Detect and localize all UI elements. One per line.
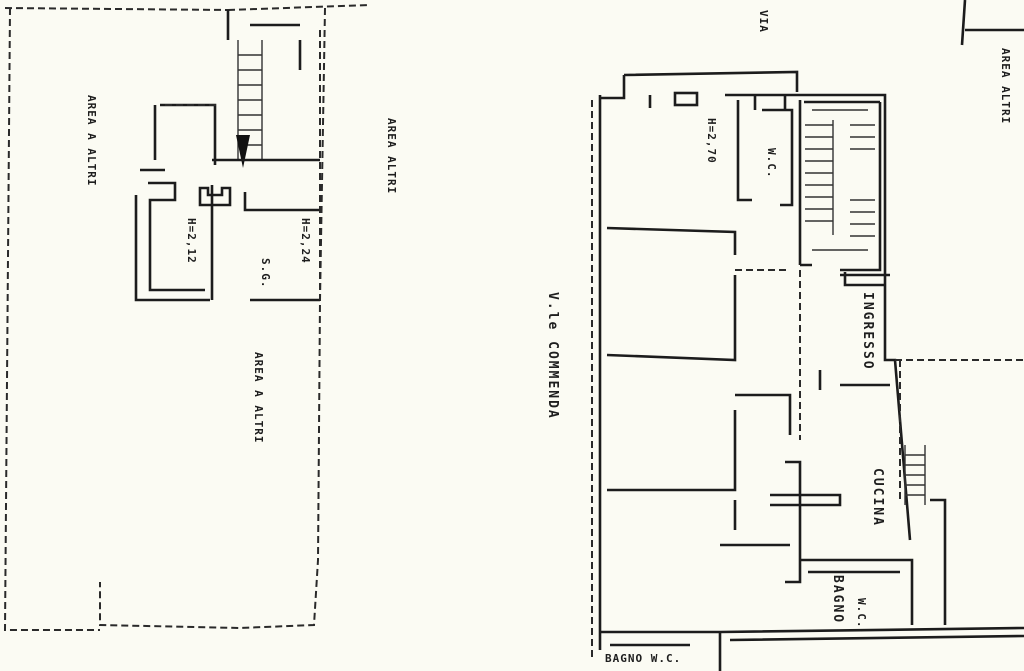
ingresso-walls [818, 273, 890, 390]
room-divider-3 [607, 393, 792, 530]
room-label-bagno: BAGNO [830, 575, 845, 625]
bottom-walls [600, 626, 1024, 671]
stair-arrow-icon [236, 135, 250, 168]
window [673, 91, 699, 107]
height-main: H=2,70 [705, 118, 718, 164]
wc-walls [736, 95, 794, 207]
right-outer-dashed [591, 100, 1024, 660]
left-plan-outline [3, 4, 371, 631]
height-upper-right: H=2,24 [299, 218, 312, 264]
right-neighbour-walls [930, 0, 1024, 625]
small-room-label: S.G. [259, 258, 272, 289]
neighbour-label-3: AREA A ALTRI [252, 352, 265, 444]
left-inner-dashed [165, 30, 321, 300]
cucina-stairs [904, 445, 926, 505]
neighbour-label-4: AREA ALTRI [999, 48, 1012, 125]
room-label-wc-bottom: W.C. [855, 598, 868, 629]
room-label-ingresso: INGRESSO [860, 292, 875, 371]
room-label-cucina: CUCINA [870, 468, 885, 527]
room-label-bagno-bottom: BAGNO W.C. [605, 652, 682, 665]
right-stairs-walls [798, 100, 885, 287]
right-plan-outline [598, 70, 912, 650]
room-divider-1 [606, 226, 737, 362]
left-stairs [237, 40, 263, 160]
left-core-walls [134, 103, 320, 302]
top-street-label: VIA [757, 10, 770, 33]
right-stairs [805, 109, 875, 251]
room-label-wc-top: W.C. [765, 148, 778, 179]
street-label: V.le COMMENDA [545, 292, 560, 420]
left-upper-walls [226, 10, 302, 70]
neighbour-label-1: AREA A ALTRI [85, 95, 98, 187]
height-upper-left: H=2,12 [185, 218, 198, 264]
bagno-walls [800, 558, 914, 625]
room-divider-2 [735, 269, 801, 440]
room-divider-4 [720, 460, 842, 584]
neighbour-label-2: AREA ALTRI [385, 118, 398, 195]
